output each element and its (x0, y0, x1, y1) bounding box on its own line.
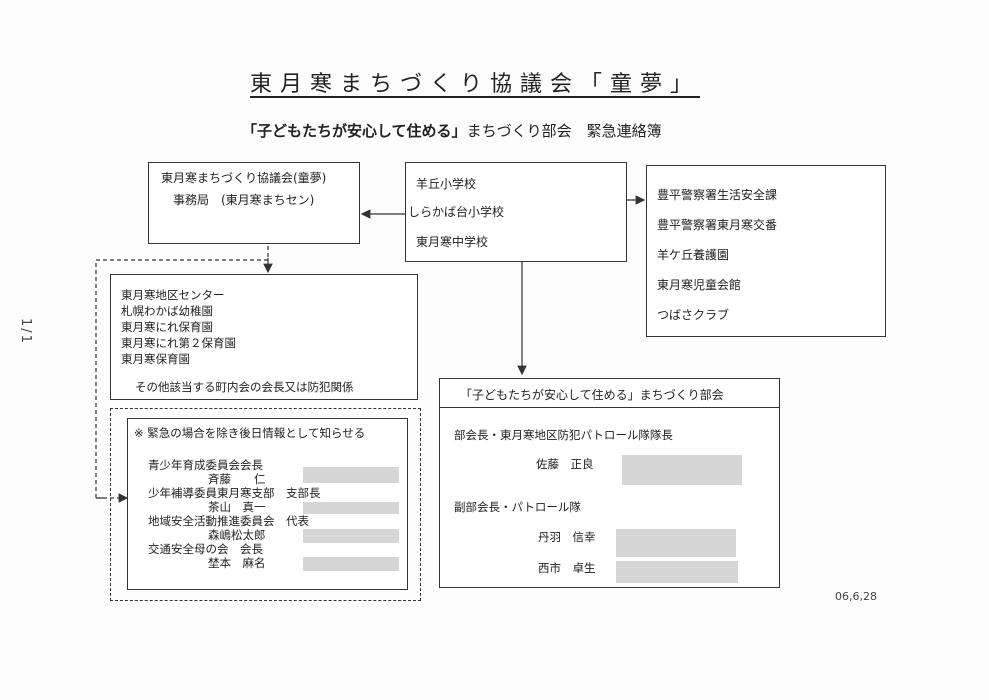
redacted-phone (303, 502, 399, 514)
notify-person: 斉藤 仁 (208, 472, 266, 486)
secretariat-box: 東月寒まちづくり協議会(童夢) 事務局 (東月寒まちセン) (148, 162, 360, 244)
side-page-mark: 1/1 (18, 318, 33, 345)
redacted-phone (303, 467, 399, 483)
committee-vice-name: 西市 卓生 (538, 561, 596, 575)
police-item: 東月寒児童会館 (657, 278, 742, 292)
notify-role: 交通安全母の会 会長 (148, 542, 263, 556)
committee-title: 「子どもたちが安心して住める」まちづくり部会 (460, 388, 724, 402)
school-item: 東月寒中学校 (416, 235, 489, 249)
subtitle-rest: まちづくり部会 緊急連絡簿 (466, 122, 662, 140)
notify-person: 茶山 真一 (208, 500, 266, 514)
school-item: しらかば台小学校 (408, 205, 505, 219)
police-item: 羊ケ丘養護園 (657, 248, 730, 262)
center-item: 札幌わかば幼稚園 (121, 304, 213, 318)
police-box: 豊平警察署生活安全課 豊平警察署東月寒交番 羊ケ丘養護園 東月寒児童会館 つばさ… (646, 165, 886, 337)
center-item: 東月寒にれ保育園 (121, 320, 213, 334)
document-subtitle: 「子どもたちが安心して住める」まちづくり部会 緊急連絡簿 (242, 120, 662, 141)
secretariat-office: 事務局 (東月寒まちセン) (173, 193, 315, 207)
police-item: つばさクラブ (657, 308, 730, 322)
notify-role: 地域安全活動推進委員会 代表 (148, 514, 309, 528)
redacted-phone (303, 529, 399, 543)
redacted-phone (303, 557, 399, 571)
dashed-path-to-center (95, 246, 269, 499)
notify-outer-frame (110, 408, 421, 601)
subtitle-emphasis: 「子どもたちが安心して住める」 (242, 122, 467, 140)
redacted-phone (616, 561, 738, 583)
center-box: 東月寒地区センター 札幌わかば幼稚園 東月寒にれ保育園 東月寒にれ第２保育園 東… (110, 274, 418, 400)
police-item: 豊平警察署生活安全課 (657, 188, 778, 202)
schools-box: 羊丘小学校 しらかば台小学校 東月寒中学校 (405, 162, 627, 262)
committee-chief-role: 部会長・東月寒地区防犯パトロール隊隊長 (454, 428, 673, 442)
center-item: 東月寒にれ第２保育園 (121, 336, 236, 350)
document-date: 06,6,28 (835, 590, 877, 603)
police-item: 豊平警察署東月寒交番 (657, 218, 778, 232)
center-item: 東月寒地区センター (121, 288, 225, 302)
notify-role: 青少年育成委員会会長 (148, 458, 263, 472)
secretariat-name: 東月寒まちづくり協議会(童夢) (161, 171, 327, 185)
notify-heading: ※ 緊急の場合を除き後日情報として知らせる (134, 426, 366, 440)
committee-title-frame (439, 378, 780, 408)
document-title: 東月寒まちづくり協議会「童夢」 (250, 72, 701, 97)
committee-box: 「子どもたちが安心して住める」まちづくり部会 部会長・東月寒地区防犯パトロール隊… (439, 378, 780, 588)
committee-chief-name: 佐藤 正良 (536, 457, 594, 471)
center-note: その他該当する町内会の会長又は防犯関係 (135, 380, 354, 394)
notify-person: 森嶋松太郎 (208, 528, 266, 542)
redacted-phone (616, 529, 736, 557)
committee-vice-role: 副部会長・パトロール隊 (454, 500, 581, 514)
center-item: 東月寒保育園 (121, 352, 190, 366)
notify-role: 少年補導委員東月寒支部 支部長 (148, 486, 321, 500)
school-item: 羊丘小学校 (416, 177, 477, 191)
committee-vice-name: 丹羽 信幸 (538, 530, 596, 544)
redacted-phone (622, 455, 742, 485)
notify-person: 埜本 麻名 (208, 556, 266, 570)
notify-box: ※ 緊急の場合を除き後日情報として知らせる 青少年育成委員会会長 斉藤 仁 少年… (127, 418, 408, 590)
